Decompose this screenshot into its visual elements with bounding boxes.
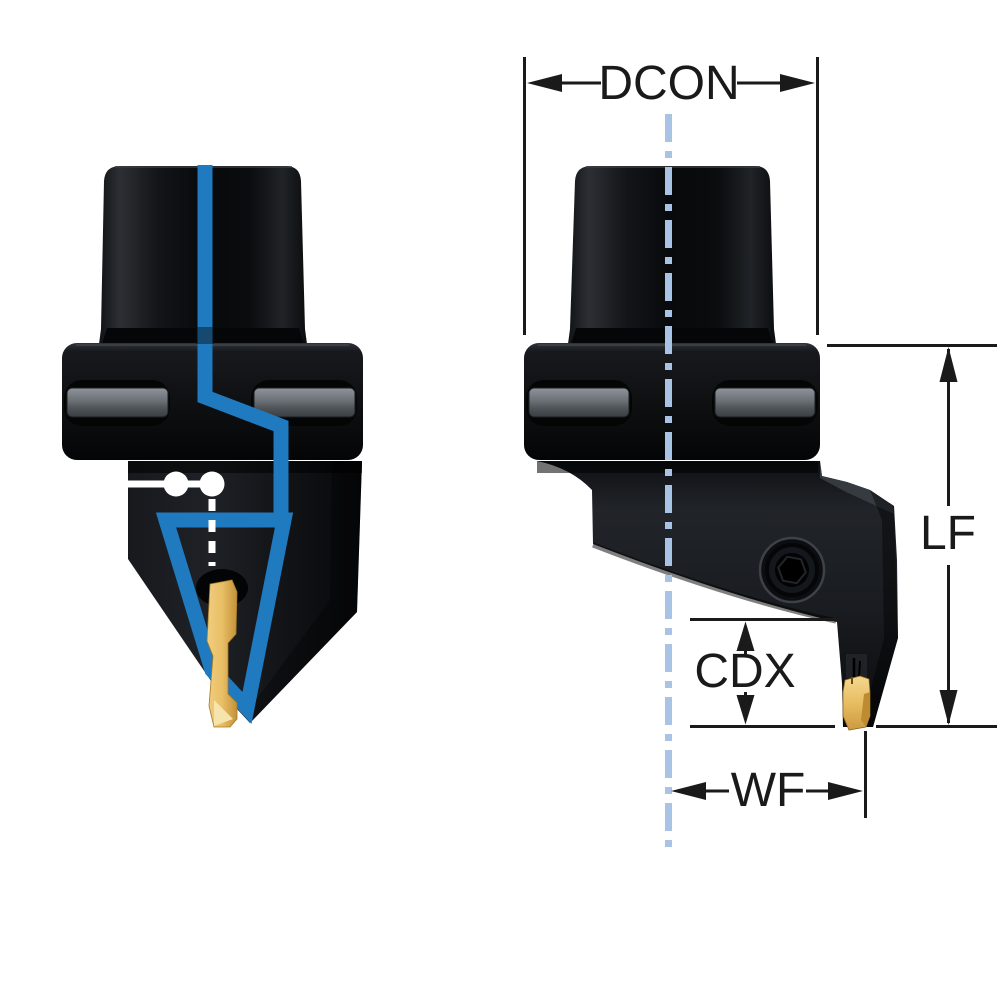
- right-tool-view: [524, 166, 898, 731]
- left-head-shadow-under-flange: [128, 461, 362, 473]
- right-tool-head: [537, 461, 898, 727]
- wf-arrow-left: [671, 782, 706, 800]
- dimension-wf: WF: [671, 731, 867, 818]
- clamp-screw-hex-socket: [777, 555, 807, 585]
- right-gripper-slot-left: [528, 387, 630, 418]
- lf-label: LF: [920, 507, 976, 560]
- lf-arrow-up: [939, 347, 958, 382]
- right-insert-bevel: [861, 692, 870, 727]
- wf-label: WF: [731, 764, 806, 817]
- right-head-right-shading: [861, 490, 898, 727]
- left-insert-blade: [206, 579, 238, 728]
- coolant-feed-channel: [197, 165, 289, 517]
- cdx-label: CDX: [694, 645, 795, 698]
- insert-seat-gap-line-2: [858, 660, 861, 678]
- coolant-exit-hole-right: [199, 471, 225, 497]
- left-gripper-slot-right: [253, 387, 356, 418]
- dimension-cdx: CDX: [690, 618, 837, 728]
- coolant-channel-collar-shadow: [196, 327, 214, 344]
- clamp-screw: [758, 536, 826, 604]
- dcon-label: DCON: [598, 57, 739, 110]
- dcon-arrow-right: [780, 74, 815, 92]
- lf-arrow-down: [939, 690, 958, 725]
- dimension-lf: LF: [827, 344, 997, 728]
- right-head-chamfer-highlight: [820, 462, 894, 514]
- right-head-bottom-edge-shading: [592, 542, 837, 624]
- wf-arrow-right: [828, 782, 863, 800]
- left-head-right-shading: [244, 461, 362, 723]
- coolant-distribution-channels: [155, 512, 294, 724]
- insert-seat-face: [846, 654, 867, 678]
- right-head-shadow-under-flange: [537, 461, 818, 473]
- left-insert-facet: [214, 700, 233, 726]
- left-tool-view: [62, 165, 363, 728]
- left-gripper-slot-left: [66, 387, 169, 418]
- dimension-dcon: DCON: [523, 57, 819, 335]
- right-shank: [568, 166, 776, 344]
- cdx-arrow-up: [736, 621, 755, 651]
- cdx-arrow-down: [736, 695, 755, 725]
- right-gripper-slot-right: [714, 387, 816, 418]
- coolant-exit-hole-left: [163, 471, 189, 497]
- dcon-arrow-left: [527, 74, 562, 92]
